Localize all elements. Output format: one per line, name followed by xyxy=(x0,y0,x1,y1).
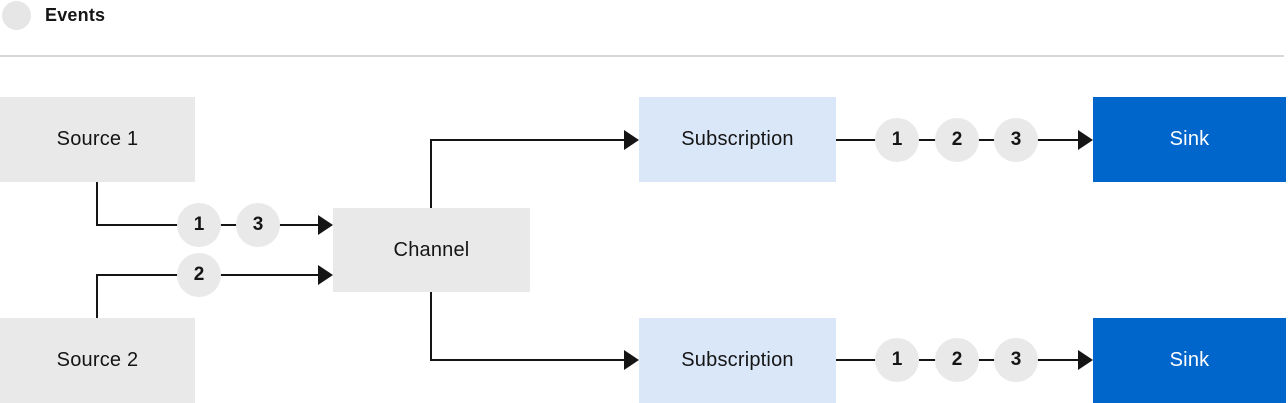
event-badge: 1 xyxy=(875,338,919,382)
legend: Events xyxy=(2,1,105,30)
header-divider xyxy=(0,55,1284,57)
node-label: Channel xyxy=(393,238,470,261)
event-badge: 2 xyxy=(935,118,979,162)
node-label: Subscription xyxy=(681,349,794,371)
node-sink-2: Sink xyxy=(1093,318,1286,403)
node-source-1: Source 1 xyxy=(0,97,195,182)
node-subscription-2: Subscription xyxy=(639,318,836,403)
node-channel: Channel xyxy=(333,208,530,292)
event-badge: 3 xyxy=(236,203,280,247)
connector-source2-to-channel xyxy=(96,265,333,318)
event-badge: 1 xyxy=(875,118,919,162)
arrowhead-icon xyxy=(624,130,639,150)
node-label: Subscription xyxy=(681,128,794,150)
event-badge: 2 xyxy=(935,338,979,382)
arrowhead-icon xyxy=(1078,350,1093,370)
event-circle-icon xyxy=(2,1,31,30)
arrowhead-icon xyxy=(318,215,333,235)
connector-channel-to-subscription1 xyxy=(430,130,639,208)
legend-label: Events xyxy=(45,5,106,25)
node-label: Source 1 xyxy=(56,128,139,150)
node-sink-1: Sink xyxy=(1093,97,1286,182)
event-badge: 1 xyxy=(177,203,221,247)
node-label: Sink xyxy=(1169,128,1210,150)
arrowhead-icon xyxy=(318,265,333,285)
connector-channel-to-subscription2 xyxy=(430,292,639,370)
event-badge: 3 xyxy=(994,338,1038,382)
node-subscription-1: Subscription xyxy=(639,97,836,182)
node-label: Sink xyxy=(1169,349,1210,371)
arrowhead-icon xyxy=(624,350,639,370)
node-label: Source 2 xyxy=(56,349,139,371)
event-badge: 2 xyxy=(177,253,221,297)
arrowhead-icon xyxy=(1078,130,1093,150)
event-badge: 3 xyxy=(994,118,1038,162)
node-source-2: Source 2 xyxy=(0,318,195,403)
